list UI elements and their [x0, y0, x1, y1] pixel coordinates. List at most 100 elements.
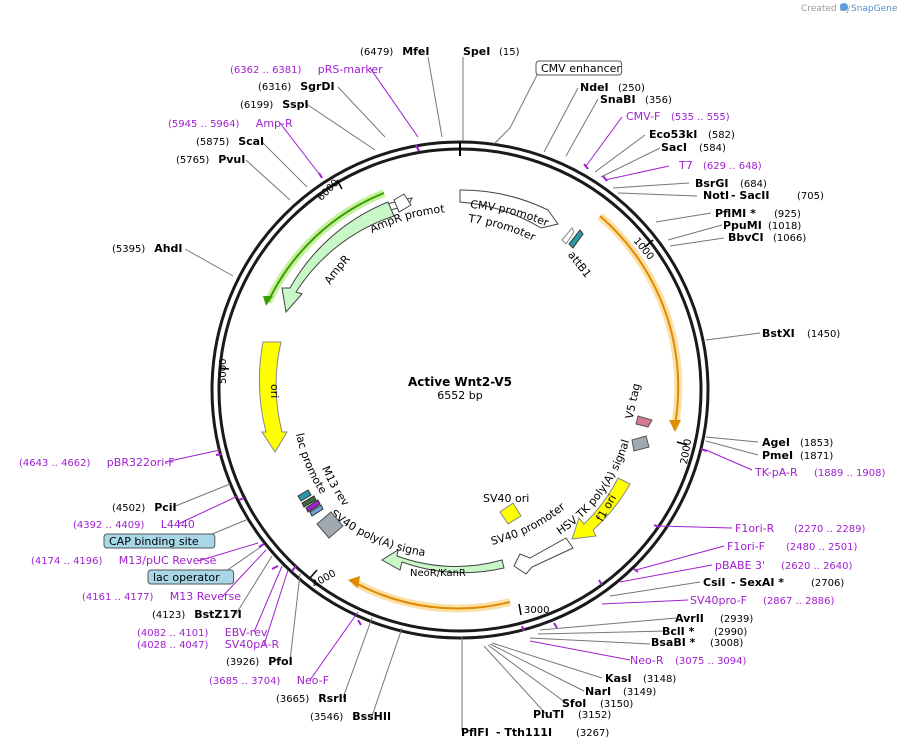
site-label[interactable]: BsaBI *(3008): [651, 636, 743, 649]
site-label[interactable]: CsiI - SexAI *(2706): [703, 576, 844, 589]
site-label[interactable]: (6479)MfeI: [360, 45, 429, 58]
sv40-polya-label: SV40 poly(A) signal: [0, 0, 426, 559]
site-label[interactable]: PflFI - Tth111I(3267): [461, 726, 609, 739]
site-label[interactable]: CMV-F(535 .. 555): [626, 110, 730, 123]
site-label[interactable]: T7(629 .. 648): [678, 159, 762, 172]
site-position: (4082 .. 4101): [137, 628, 209, 639]
site-position: (5395): [112, 244, 145, 255]
orf-arc-green-arrow: [263, 296, 273, 306]
site-name: PluTI: [533, 708, 564, 721]
site-label[interactable]: (5395) AhdI: [112, 242, 183, 255]
site-label[interactable]: (3665)RsrII: [276, 692, 347, 705]
site-name: L4440: [161, 518, 195, 531]
leader-lines: [164, 56, 761, 731]
site-position: (705): [797, 191, 824, 202]
site-position: (250): [618, 83, 645, 94]
ori-label: ori: [268, 384, 281, 398]
sv40-ori-label: SV40 ori: [483, 492, 529, 505]
site-label[interactable]: (5875)ScaI: [196, 135, 264, 148]
plasmid-name: Active Wnt2-V5: [408, 375, 512, 389]
site-label[interactable]: (5765)PvuI: [176, 153, 245, 166]
site-label[interactable]: F1ori-R(2270 .. 2289): [735, 522, 866, 535]
site-label[interactable]: (6362 .. 6381)pRS-marker: [230, 63, 383, 76]
site-name: BbvCI: [728, 231, 764, 244]
site-label[interactable]: SnaBI(356): [600, 93, 672, 106]
site-label[interactable]: pBABE 3'(2620 .. 2640): [715, 559, 853, 572]
cmv-promoter-arrow: [459, 189, 559, 229]
site-label[interactable]: Neo-R(3075 .. 3094): [630, 654, 747, 667]
brand-text: SnapGene: [851, 4, 898, 14]
tick-label-4000: 4000: [310, 568, 338, 590]
site-label[interactable]: (4082 .. 4101)EBV-rev: [137, 626, 268, 639]
site-label[interactable]: BclI *(2990): [662, 625, 747, 638]
site-position: (1018): [768, 221, 801, 232]
site-label[interactable]: BsrGI(684): [695, 177, 767, 190]
site-position: (3152): [578, 710, 611, 721]
site-label[interactable]: CMV enhancer: [535, 60, 623, 76]
site-label[interactable]: SacI(584): [661, 141, 726, 154]
site-name: AhdI: [154, 242, 182, 255]
site-position: (5765): [176, 155, 209, 166]
site-label[interactable]: KasI(3148): [605, 672, 676, 685]
sv40-promoter-label: SV40 promoter: [489, 500, 567, 548]
site-position: (6199): [240, 100, 273, 111]
site-position: (3926): [226, 657, 259, 668]
site-label[interactable]: SV40pro-F(2867 .. 2886): [690, 594, 835, 607]
site-label[interactable]: (4643 .. 4662)pBR322ori-F: [19, 456, 175, 469]
site-label[interactable]: AvrII(2939): [675, 612, 753, 625]
site-label[interactable]: PluTI (3152): [533, 708, 611, 721]
site-label[interactable]: (3926)PfoI: [226, 655, 293, 668]
site-label[interactable]: (5945 .. 5964)Amp-R: [168, 117, 293, 130]
site-label[interactable]: (3685 .. 3704)Neo-F: [209, 674, 329, 687]
site-label[interactable]: lac operator: [147, 569, 235, 585]
site-label[interactable]: AgeI(1853): [762, 436, 833, 449]
site-position: (3075 .. 3094): [675, 656, 747, 667]
site-label[interactable]: NdeI(250): [580, 81, 645, 94]
site-position: (6316): [258, 82, 291, 93]
site-label[interactable]: SfoI(3150): [562, 697, 633, 710]
site-name: NarI: [585, 685, 611, 698]
site-label[interactable]: PflMI *(925): [715, 207, 801, 220]
tick-label-2000: 2000: [679, 438, 694, 465]
site-label[interactable]: (4028 .. 4047)SV40pA-R: [137, 638, 280, 651]
site-label[interactable]: NotI - SacII(705): [703, 189, 824, 202]
site-label[interactable]: (4392 .. 4409) L4440: [73, 518, 195, 531]
site-label[interactable]: SpeI(15): [463, 45, 520, 58]
ampr-promoter-tip: [393, 193, 412, 213]
site-label[interactable]: BstXI(1450): [762, 327, 840, 340]
site-label[interactable]: (3546)BssHII: [310, 710, 391, 723]
attb1-label: attB1: [565, 249, 594, 281]
site-label[interactable]: BbvCI(1066): [728, 231, 806, 244]
site-label[interactable]: Eco53kI(582): [649, 128, 735, 141]
site-label[interactable]: (4161 .. 4177)M13 Reverse: [82, 590, 241, 603]
orf-arc-bottom-halo: [352, 578, 511, 613]
site-name: BsaBI *: [651, 636, 696, 649]
site-label[interactable]: (4123)BstZ17I: [152, 608, 242, 621]
site-label[interactable]: F1ori-F(2480 .. 2501): [727, 540, 858, 553]
site-label[interactable]: TK-pA-R(1889 .. 1908): [754, 466, 886, 479]
snapgene-logo-icon: [840, 3, 848, 11]
site-position: (15): [499, 47, 520, 58]
site-label[interactable]: (4174 .. 4196)M13/pUC Reverse: [31, 554, 217, 567]
tick-label-5000: 5000: [218, 359, 229, 384]
sv40-promoter-arrow: [513, 537, 574, 575]
feature-box: [535, 60, 623, 76]
sv40-polya-feature: [316, 511, 344, 539]
site-position: (4392 .. 4409): [73, 520, 145, 531]
site-label[interactable]: (6316)SgrDI: [258, 80, 335, 93]
site-label[interactable]: NarI(3149): [585, 685, 656, 698]
site-name: SnaBI: [600, 93, 636, 106]
site-position: (4502): [112, 503, 145, 514]
site-name: M13/pUC Reverse: [119, 554, 217, 567]
site-name-2: - SacII: [731, 189, 769, 202]
site-label[interactable]: PmeI(1871): [762, 449, 833, 462]
site-label[interactable]: (4502)PciI: [112, 501, 177, 514]
site-position: (4643 .. 4662): [19, 458, 91, 469]
site-name: BssHII: [352, 710, 391, 723]
site-position: (4161 .. 4177): [82, 592, 154, 603]
site-label[interactable]: PpuMI(1018): [723, 219, 801, 232]
site-label[interactable]: (6199)SspI: [240, 98, 309, 111]
site-name: T7: [678, 159, 693, 172]
site-label[interactable]: CAP binding site: [103, 533, 216, 549]
site-name: PflMI *: [715, 207, 756, 220]
